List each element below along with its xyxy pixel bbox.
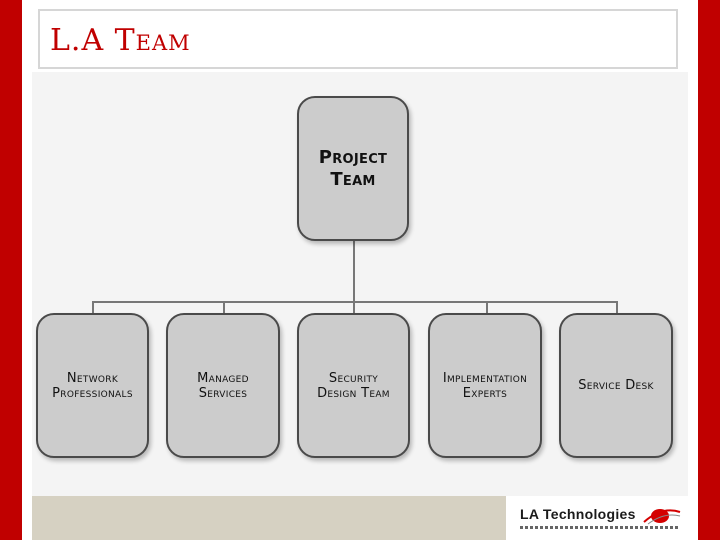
slide-title: L.A Team: [50, 23, 191, 58]
right-margin: [688, 0, 698, 540]
left-margin: [22, 0, 32, 540]
company-logo: LA Technologies: [516, 500, 686, 536]
org-node-label: Managed Services: [197, 370, 249, 401]
logo-tagline: [520, 526, 680, 529]
slide-content: Project Team Network Professionals Manag…: [32, 72, 688, 496]
org-node-label: Service Desk: [578, 378, 654, 393]
org-node-project-team: Project Team: [297, 96, 409, 241]
org-node-managed-services: Managed Services: [166, 313, 280, 458]
org-node-service-desk: Service Desk: [559, 313, 673, 458]
org-node-label: Security Design Team: [317, 370, 390, 401]
left-red-bar: [0, 0, 22, 540]
logo-text: LA Technologies: [520, 506, 636, 522]
footer-bar: [32, 496, 506, 540]
right-red-bar: [698, 0, 720, 540]
child-connector-5: [616, 301, 618, 315]
child-connector-2: [223, 301, 225, 315]
root-connector: [353, 241, 355, 303]
org-node-network-professionals: Network Professionals: [36, 313, 149, 458]
org-node-implementation-experts: Implementation Experts: [428, 313, 542, 458]
org-node-label: Network Professionals: [52, 370, 133, 401]
title-box: L.A Team: [38, 9, 678, 69]
horizontal-connector: [92, 301, 618, 303]
child-connector-1: [92, 301, 94, 315]
child-connector-4: [486, 301, 488, 315]
org-node-label: Implementation Experts: [442, 370, 528, 401]
child-connector-3: [353, 301, 355, 315]
org-node-security-design-team: Security Design Team: [297, 313, 410, 458]
org-node-label: Project Team: [318, 146, 388, 190]
logo-swoosh-icon: [643, 509, 681, 525]
